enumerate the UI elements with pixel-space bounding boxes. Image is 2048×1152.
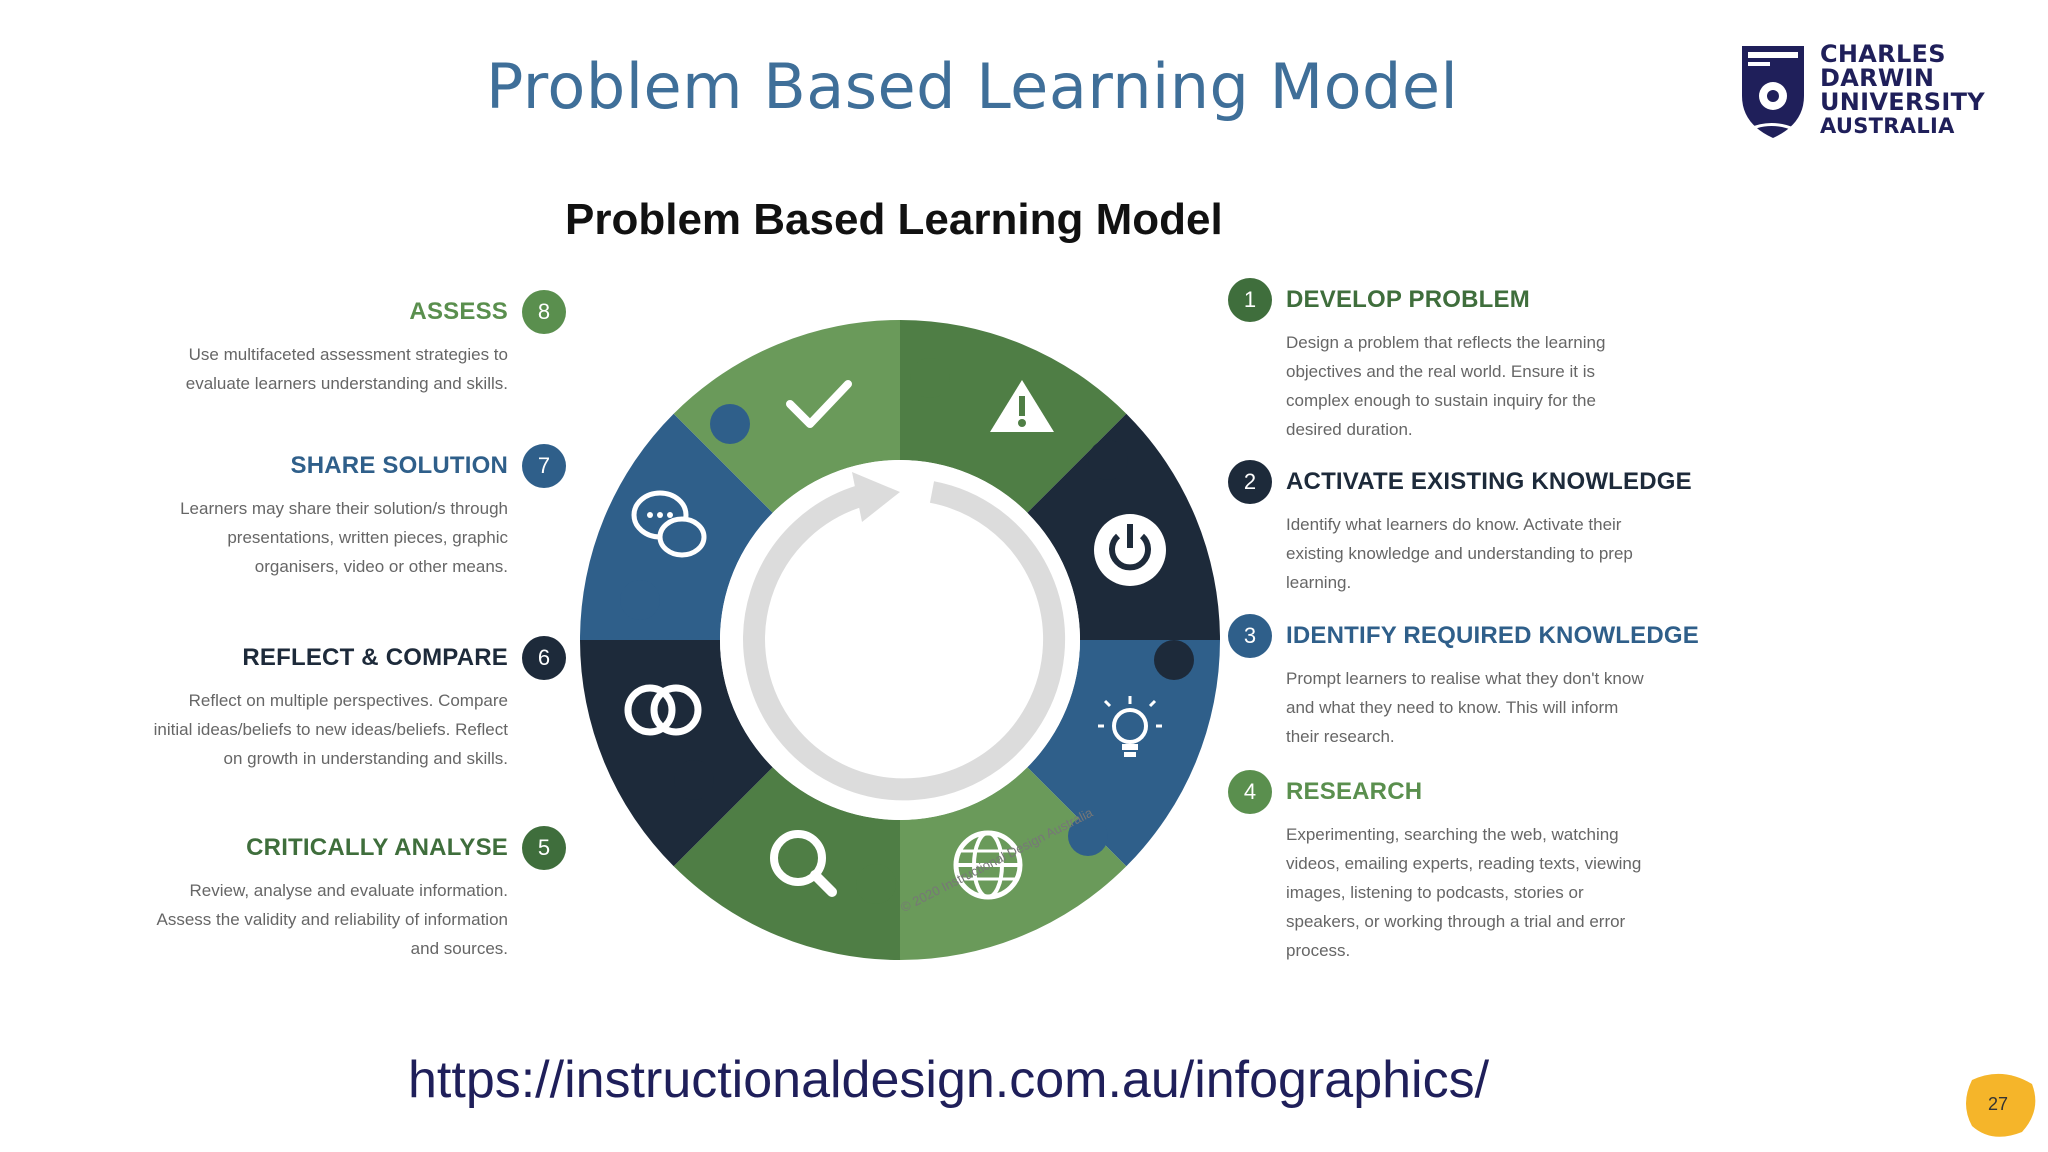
logo-line-3: UNIVERSITY bbox=[1820, 88, 1985, 116]
shield-icon bbox=[1742, 46, 1804, 138]
logo-line-2: DARWIN bbox=[1820, 64, 1935, 92]
step-8: ASSESS 8 Use multifaceted assessment stra… bbox=[146, 290, 566, 398]
cycle-diagram bbox=[580, 320, 1220, 960]
step-7: SHARE SOLUTION 7 Learners may share their… bbox=[146, 444, 566, 581]
power-icon bbox=[1094, 514, 1166, 586]
segment-5 bbox=[673, 767, 900, 960]
step-number: 8 bbox=[522, 290, 566, 334]
step-label: REFLECT & COMPARE bbox=[242, 644, 508, 671]
step-number: 5 bbox=[522, 826, 566, 870]
step-label: DEVELOP PROBLEM bbox=[1286, 286, 1530, 313]
diagram-title: Problem Based Learning Model bbox=[565, 195, 1223, 244]
step-description: Use multifaceted assessment strategies t… bbox=[185, 345, 508, 393]
step-number: 7 bbox=[522, 444, 566, 488]
step-description: Experimenting, searching the web, watchi… bbox=[1286, 825, 1642, 960]
step-2: 2 ACTIVATE EXISTING KNOWLEDGE Identify wh… bbox=[1228, 460, 1692, 597]
step-6: REFLECT & COMPARE 6 Reflect on multiple p… bbox=[146, 636, 566, 773]
step-number: 2 bbox=[1228, 460, 1272, 504]
segment-6 bbox=[580, 640, 773, 867]
warning-icon bbox=[990, 380, 1054, 432]
magnifier-icon bbox=[770, 830, 837, 897]
checkmark-icon bbox=[786, 380, 852, 428]
logo-line-1: CHARLES bbox=[1820, 40, 1946, 68]
step-description: Learners may share their solution/s thro… bbox=[180, 499, 508, 576]
page-badge-shape bbox=[1966, 1073, 2036, 1137]
step-label: ASSESS bbox=[409, 298, 508, 325]
cycle-arrow bbox=[743, 481, 1065, 801]
step-number: 1 bbox=[1228, 278, 1272, 322]
step-1: 1 DEVELOP PROBLEM Design a problem that r… bbox=[1228, 278, 1648, 444]
step-label: SHARE SOLUTION bbox=[290, 452, 508, 479]
step-5: CRITICALLY ANALYSE 5 Review, analyse and … bbox=[146, 826, 566, 963]
lightbulb-icon bbox=[1098, 696, 1162, 757]
step-4: 4 RESEARCH Experimenting, searching the w… bbox=[1228, 770, 1648, 965]
step-label: ACTIVATE EXISTING KNOWLEDGE bbox=[1286, 468, 1692, 495]
step-3: 3 IDENTIFY REQUIRED KNOWLEDGE Prompt lear… bbox=[1228, 614, 1699, 751]
step-description: Design a problem that reflects the learn… bbox=[1286, 333, 1606, 439]
university-logo: CHARLES DARWIN UNIVERSITY AUSTRALIA bbox=[1740, 42, 2020, 152]
globe-icon bbox=[953, 830, 1023, 900]
step-number: 4 bbox=[1228, 770, 1272, 814]
step-number: 3 bbox=[1228, 614, 1272, 658]
step-description: Review, analyse and evaluate information… bbox=[156, 881, 509, 958]
slide-title: Problem Based Learning Model bbox=[486, 50, 1459, 123]
step-label: RESEARCH bbox=[1286, 778, 1423, 805]
step-description: Prompt learners to realise what they don… bbox=[1286, 669, 1644, 746]
logo-line-4: AUSTRALIA bbox=[1820, 114, 1955, 138]
step-label: IDENTIFY REQUIRED KNOWLEDGE bbox=[1286, 622, 1699, 649]
segment-3 bbox=[1027, 640, 1220, 867]
segment-8 bbox=[673, 320, 900, 513]
page-number: 27 bbox=[1987, 1094, 2009, 1114]
source-url-link[interactable]: https://instructionaldesign.com.au/infog… bbox=[408, 1051, 1490, 1109]
chat-icon bbox=[631, 490, 707, 558]
step-description: Reflect on multiple perspectives. Compar… bbox=[153, 691, 508, 768]
step-description: Identify what learners do know. Activate… bbox=[1286, 515, 1633, 592]
step-label: CRITICALLY ANALYSE bbox=[246, 834, 508, 861]
step-number: 6 bbox=[522, 636, 566, 680]
rings-icon bbox=[624, 684, 702, 736]
